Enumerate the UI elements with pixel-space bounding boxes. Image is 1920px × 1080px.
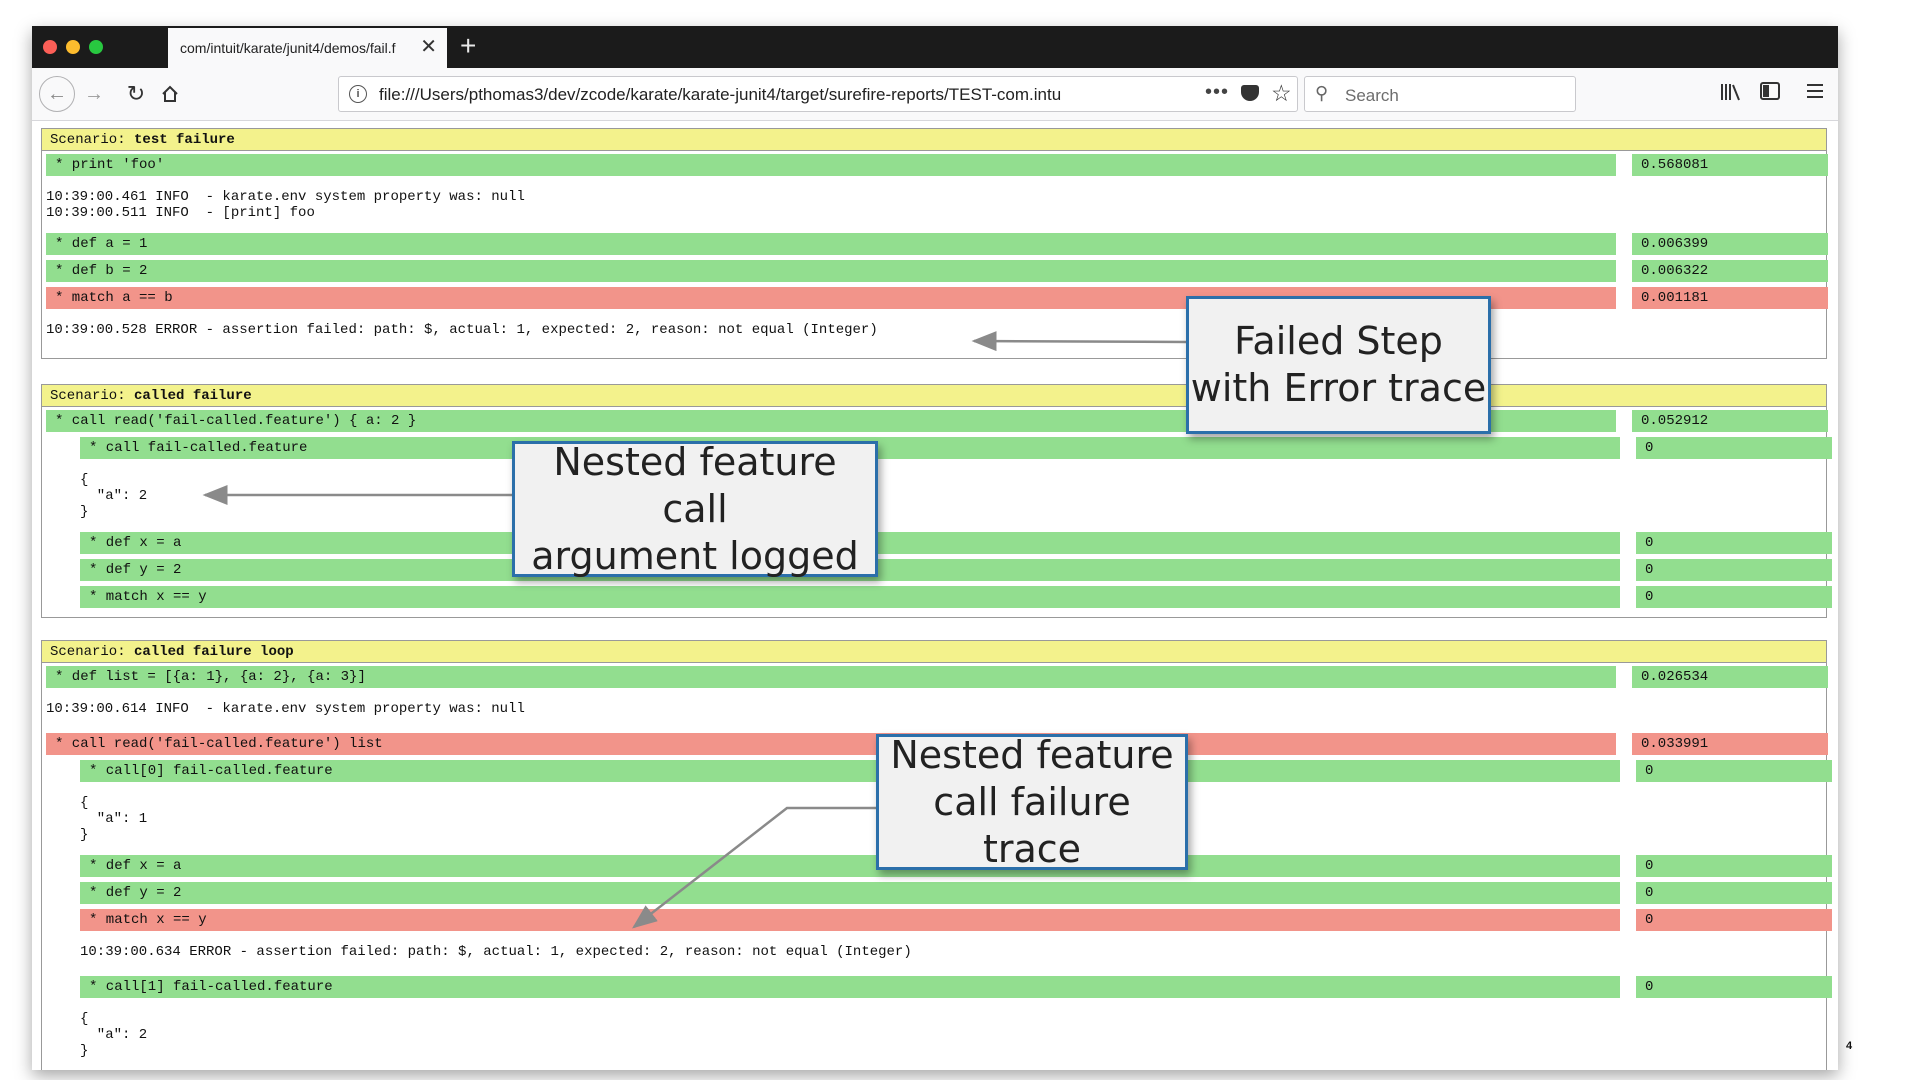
callout-failed-step: Failed Step with Error trace — [1186, 296, 1491, 434]
scenario-block: Scenario: called failure* call read('fai… — [41, 384, 1832, 618]
search-placeholder: Search — [1345, 86, 1399, 105]
callout-nested-failure: Nested feature call failure trace — [876, 732, 1188, 871]
callout-line: call failure trace — [933, 779, 1131, 871]
passed-step-row: * def b = 2 — [46, 260, 1616, 282]
step-duration: 0 — [1636, 586, 1832, 608]
callout-line: Failed Step — [1234, 319, 1443, 363]
bookmark-star-icon[interactable]: ☆ — [1271, 80, 1292, 106]
passed-step-row: * call[1] fail-called.feature — [80, 976, 1620, 998]
step-duration: 0.568081 — [1632, 154, 1828, 176]
new-tab-icon[interactable]: + — [460, 30, 477, 61]
library-icon[interactable] — [1720, 82, 1742, 108]
step-duration: 0.033991 — [1632, 733, 1828, 755]
scenario-label: Scenario: — [50, 388, 135, 404]
info-icon[interactable]: i — [349, 85, 367, 103]
step-duration: 0 — [1636, 760, 1832, 782]
failed-step-row: * call read('fail-called.feature') list — [46, 733, 1616, 755]
log-output: { "a": 2 } — [80, 472, 148, 520]
step-duration: 0 — [1636, 559, 1832, 581]
browser-window: com/intuit/karate/junit4/demos/fail.f ✕ … — [32, 26, 1838, 1070]
search-bar[interactable]: ⚲ Search — [1304, 76, 1576, 112]
search-icon: ⚲ — [1315, 83, 1329, 103]
step-duration: 0 — [1636, 437, 1832, 459]
callout-nested-argument: Nested feature call argument logged — [512, 439, 878, 578]
scenario-name: called failure loop — [134, 644, 294, 660]
forward-icon[interactable]: → — [84, 82, 104, 105]
step-duration: 0.006322 — [1632, 260, 1828, 282]
callout-line: argument logged — [531, 533, 859, 578]
scenario-block: Scenario: test failure * print 'foo' 0.568… — [41, 128, 1828, 359]
step-duration: 0 — [1636, 532, 1832, 554]
callout-line: Nested feature call — [553, 439, 837, 531]
reload-icon[interactable]: ↻ — [126, 81, 146, 106]
report-content: Scenario: test failure * print 'foo' 0.568… — [32, 121, 1838, 1070]
scenario-block: Scenario: called failure loop * def list … — [41, 640, 1832, 1070]
log-output: { "a": 1 } — [80, 795, 148, 843]
passed-step-row: * def a = 1 — [46, 233, 1616, 255]
scenario-name: test failure — [134, 132, 235, 148]
slide-number: 4 — [1846, 1040, 1853, 1052]
passed-step-row: * match x == y — [80, 586, 1620, 608]
address-bar[interactable]: i file:///Users/pthomas3/dev/zcode/karat… — [338, 76, 1298, 112]
scenario-header: Scenario: test failure — [42, 129, 1826, 151]
scenario-header: Scenario: called failure loop — [42, 641, 1826, 663]
pocket-icon[interactable] — [1241, 85, 1259, 101]
back-icon[interactable]: ← — [39, 76, 75, 112]
log-output: 10:39:00.614 INFO - karate.env system pr… — [46, 701, 525, 717]
tab-close-icon[interactable]: ✕ — [420, 36, 437, 58]
step-duration: 0 — [1636, 882, 1832, 904]
failed-step-row: * match x == y — [80, 909, 1620, 931]
log-output: 10:39:00.528 ERROR - assertion failed: p… — [46, 322, 878, 338]
scenario-header: Scenario: called failure — [42, 385, 1826, 407]
navigation-toolbar: ← → ↻ i file:///Users/pthomas3/dev/zcode… — [32, 68, 1838, 121]
log-output: { "a": 2 } — [80, 1011, 148, 1059]
tab-title: com/intuit/karate/junit4/demos/fail.f — [180, 40, 396, 56]
title-bar: com/intuit/karate/junit4/demos/fail.f ✕ … — [32, 26, 1838, 68]
passed-step-row: * def y = 2 — [80, 882, 1620, 904]
sidebar-icon[interactable] — [1760, 82, 1780, 106]
step-duration: 0.006399 — [1632, 233, 1828, 255]
passed-step-row: * def x = a — [80, 855, 1620, 877]
scenario-label: Scenario: — [50, 132, 135, 148]
close-window-button[interactable] — [43, 40, 57, 54]
scenario-label: Scenario: — [50, 644, 135, 660]
home-icon[interactable] — [154, 78, 186, 110]
minimize-window-button[interactable] — [66, 40, 80, 54]
browser-tab[interactable]: com/intuit/karate/junit4/demos/fail.f ✕ — [168, 28, 447, 68]
callout-line: with Error trace — [1190, 366, 1487, 410]
passed-step-row: * call[0] fail-called.feature — [80, 760, 1620, 782]
step-duration: 0 — [1636, 855, 1832, 877]
log-output: 10:39:00.634 ERROR - assertion failed: p… — [80, 944, 912, 960]
step-duration: 0.052912 — [1632, 410, 1828, 432]
step-duration: 0 — [1636, 909, 1832, 931]
step-duration: 0.026534 — [1632, 666, 1828, 688]
passed-step-row: * print 'foo' — [46, 154, 1616, 176]
log-output: 10:39:00.461 INFO - karate.env system pr… — [46, 189, 525, 221]
callout-line: Nested feature — [890, 732, 1174, 777]
step-duration: 0.001181 — [1632, 287, 1828, 309]
menu-icon[interactable] — [1806, 82, 1824, 105]
url-text[interactable]: file:///Users/pthomas3/dev/zcode/karate/… — [379, 85, 1062, 104]
page-actions-icon[interactable]: ••• — [1205, 81, 1230, 103]
scenario-name: called failure — [134, 388, 252, 404]
step-duration: 0 — [1636, 976, 1832, 998]
zoom-window-button[interactable] — [89, 40, 103, 54]
passed-step-row: * def list = [{a: 1}, {a: 2}, {a: 3}] — [46, 666, 1616, 688]
